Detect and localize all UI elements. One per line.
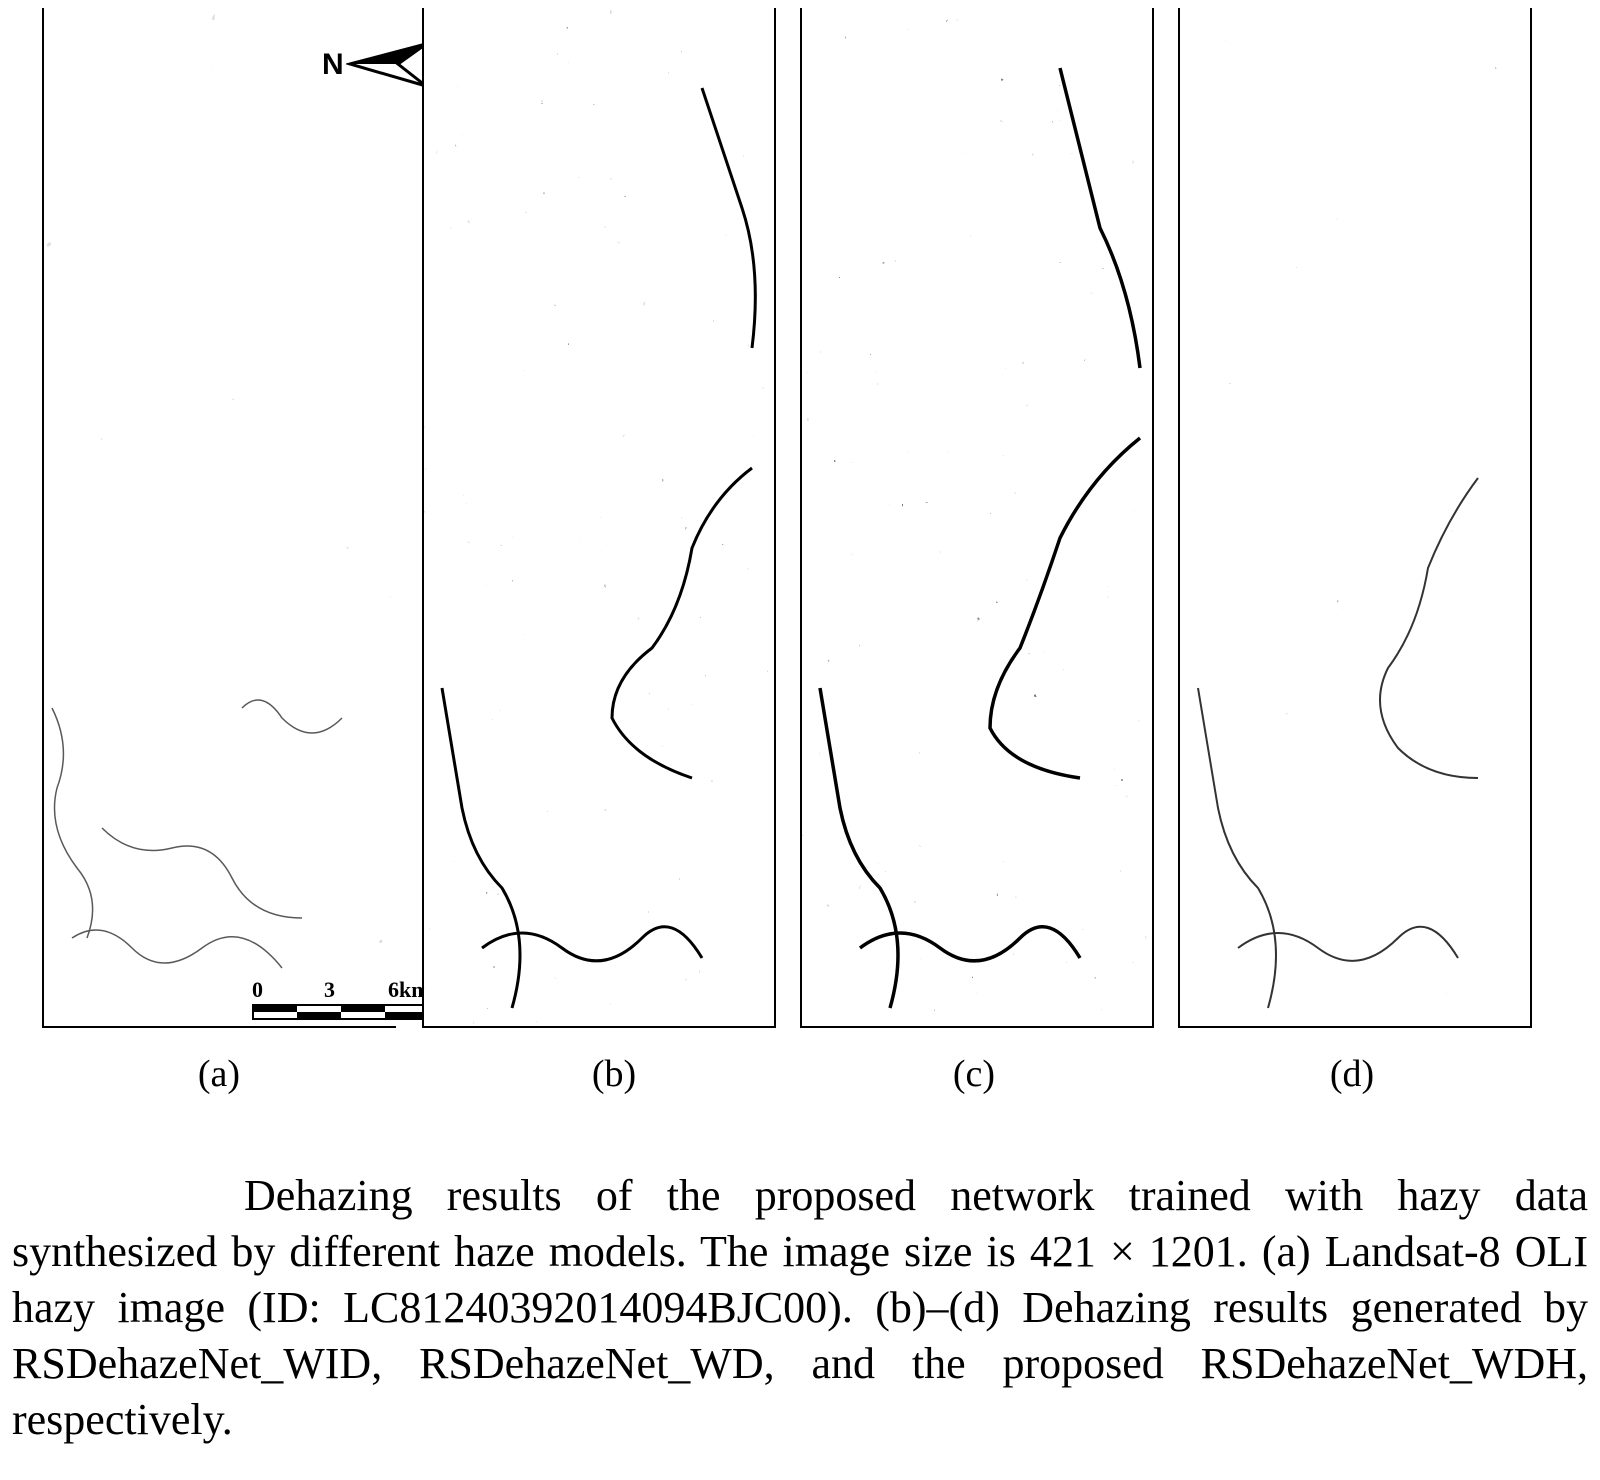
hazy-image bbox=[42, 8, 396, 1028]
north-arrow-letter: N bbox=[322, 48, 344, 81]
scale-bar: 0 3 6km bbox=[252, 978, 442, 1026]
panel-label-c: (c) bbox=[952, 1053, 996, 1095]
panel-label-a: (a) bbox=[197, 1053, 241, 1095]
dehazed-image bbox=[800, 8, 1154, 1028]
north-arrow: N bbox=[318, 42, 438, 92]
north-arrow-icon bbox=[346, 42, 427, 88]
figure-panel-d bbox=[1178, 8, 1532, 1028]
figure-caption-text: Dehazing results of the proposed network… bbox=[12, 1171, 1588, 1444]
dehazed-image bbox=[1178, 8, 1532, 1028]
panel-label-d: (d) bbox=[1329, 1053, 1375, 1095]
scale-tick-3: 3 bbox=[324, 977, 335, 1002]
scale-bar-graphic bbox=[252, 1004, 430, 1020]
scale-tick-0: 0 bbox=[252, 977, 263, 1002]
figure-panel-a: N 0 3 6km bbox=[42, 8, 430, 1028]
figure-caption: Dehazing results of the proposed network… bbox=[12, 1168, 1588, 1448]
dehazed-image bbox=[422, 8, 776, 1028]
figure-panel-c bbox=[800, 8, 1154, 1028]
figure-panel-b bbox=[422, 8, 776, 1028]
panel-label-b: (b) bbox=[591, 1053, 637, 1095]
